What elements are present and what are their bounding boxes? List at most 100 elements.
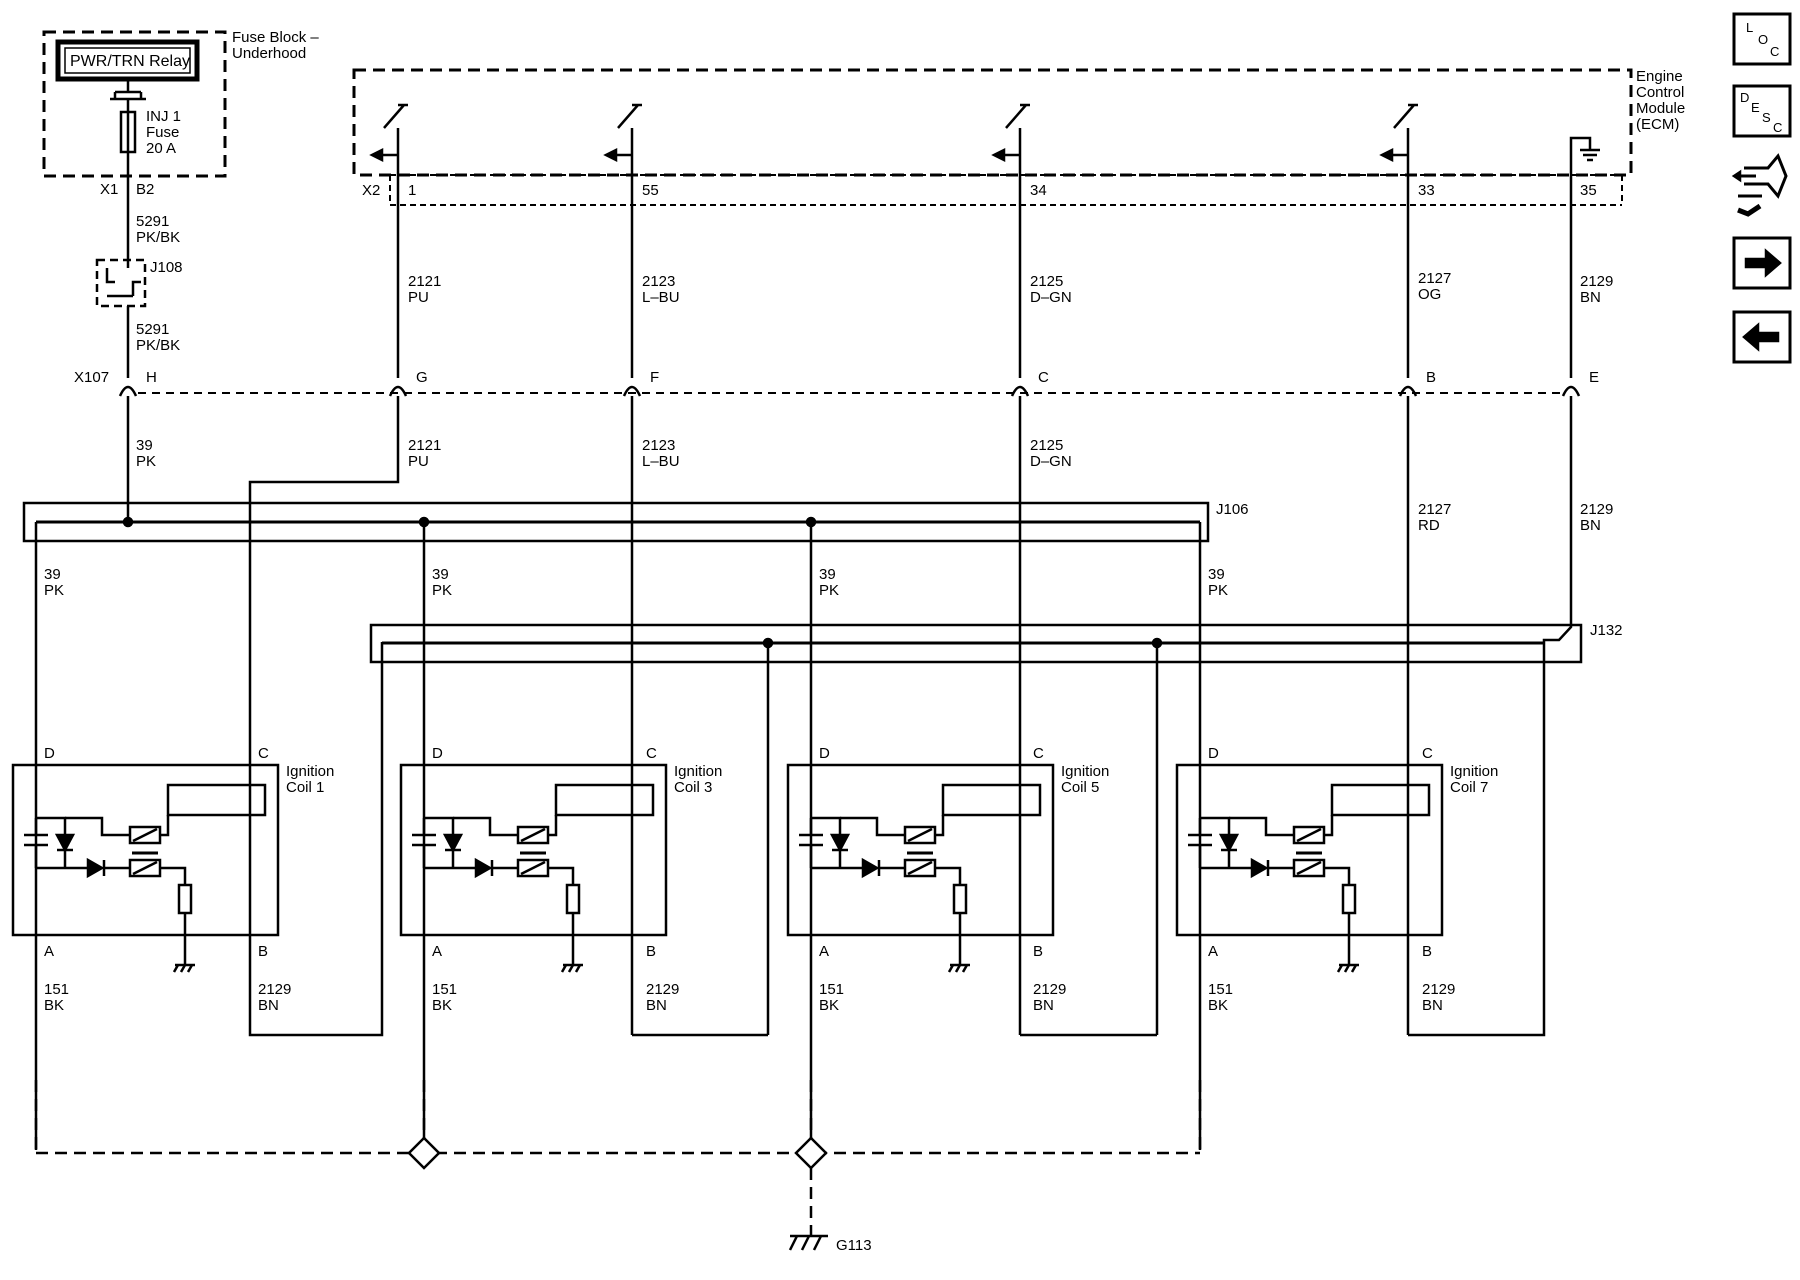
next-page-button[interactable]: [1732, 236, 1792, 290]
splice-j132: [369, 623, 1583, 664]
coil-pin-c-5: C: [1033, 745, 1044, 762]
return-wire-color-7: BN: [1422, 997, 1443, 1014]
pk-branch-3: 39: [432, 566, 449, 583]
ecm-label-2: Control: [1636, 84, 1684, 101]
pk-branch-1: 39: [44, 566, 61, 583]
ecm-switch-34: [991, 103, 1030, 175]
loc-letter-l: L: [1746, 20, 1753, 35]
x107-pin-e: E: [1589, 369, 1599, 386]
ignition-coil-5: [786, 763, 1055, 973]
return-wire-color-3: BN: [646, 997, 667, 1014]
ecm-switch-55: [603, 103, 642, 175]
nav-desc-button[interactable]: [1732, 84, 1792, 138]
x107-pin-b: B: [1426, 369, 1436, 386]
coil-name-2-7: Coil 7: [1450, 779, 1488, 796]
inline-connector-x107: [118, 385, 1581, 397]
coil-pin-a-5: A: [819, 943, 829, 960]
coil-pin-a-3: A: [432, 943, 442, 960]
splice-j108-label: J108: [150, 259, 183, 276]
wire-2123-lower-color: L–BU: [642, 453, 680, 470]
wire-2125-lower-color: D–GN: [1030, 453, 1072, 470]
x107-label: X107: [74, 369, 109, 386]
desc-letter-c: C: [1773, 120, 1782, 135]
ground-g113-symbol: [788, 1230, 828, 1251]
coil-pin-b-7: B: [1422, 943, 1432, 960]
fuse-block: [42, 30, 227, 178]
pk-branch-7-color: PK: [1208, 582, 1228, 599]
pk-branch-1-color: PK: [44, 582, 64, 599]
wire-2127-upper-color: OG: [1418, 286, 1441, 303]
feed-circuit: 5291: [136, 213, 169, 230]
wire-39-lower: 39: [136, 437, 153, 454]
pk-branch-3-color: PK: [432, 582, 452, 599]
wire-2121-upper-color: PU: [408, 289, 429, 306]
return-wire-circuit-1: 2129: [258, 981, 291, 998]
ignition-coil-7: [1175, 763, 1444, 973]
desc-letter-d: D: [1740, 90, 1749, 105]
wire-2129-lower: 2129: [1580, 501, 1613, 518]
ecm-pin-55: 55: [642, 182, 659, 199]
feed-color: PK/BK: [136, 229, 180, 246]
j132-label: J132: [1590, 622, 1623, 639]
pk-branch-5-color: PK: [819, 582, 839, 599]
coil-pin-d-7: D: [1208, 745, 1219, 762]
wire-2125-upper-color: D–GN: [1030, 289, 1072, 306]
wire-2121-upper: 2121: [408, 273, 441, 290]
coil-name-5: Ignition: [1061, 763, 1109, 780]
nav-loc-button[interactable]: [1732, 12, 1792, 66]
return-wire-color-5: BN: [1033, 997, 1054, 1014]
coil-pin-d-5: D: [819, 745, 830, 762]
wire-2123-upper-color: L–BU: [642, 289, 680, 306]
ignition-coil-3: [399, 763, 668, 973]
pk-branch-5: 39: [819, 566, 836, 583]
ecm-ground-35: [1569, 136, 1600, 175]
ecm-label-4: (ECM): [1636, 116, 1679, 133]
coil-pin-c-3: C: [646, 745, 657, 762]
x107-pin-g: G: [416, 369, 428, 386]
coil-name-1: Ignition: [286, 763, 334, 780]
wire-2129-upper-color: BN: [1580, 289, 1601, 306]
wire-2129-lower-color: BN: [1580, 517, 1601, 534]
ecm-label-3: Module: [1636, 100, 1685, 117]
x107-pin-f: F: [650, 369, 659, 386]
wire-2127-lower: 2127: [1418, 501, 1451, 518]
loc-letter-o: O: [1758, 32, 1768, 47]
coil-name-2-5: Coil 5: [1061, 779, 1099, 796]
j106-label: J106: [1216, 501, 1249, 518]
ecm-pin-1: 1: [408, 182, 416, 199]
wire-2121-lower-color: PU: [408, 453, 429, 470]
return-wire-circuit-3: 2129: [646, 981, 679, 998]
coil-name-2-1: Coil 1: [286, 779, 324, 796]
x107-pin-h: H: [146, 369, 157, 386]
ground-wire-circuit-5: 151: [819, 981, 844, 998]
wire-39-lower-color: PK: [136, 453, 156, 470]
fuse-block-title: Fuse Block –: [232, 29, 319, 46]
coil-pin-d-3: D: [432, 745, 443, 762]
coil-pin-b-1: B: [258, 943, 268, 960]
ecm-label: Engine: [1636, 68, 1683, 85]
coil-pin-a-1: A: [44, 943, 54, 960]
coil-pin-a-7: A: [1208, 943, 1218, 960]
ground-wire-circuit-3: 151: [432, 981, 457, 998]
ground-wire-color-1: BK: [44, 997, 64, 1014]
feed-color-2: PK/BK: [136, 337, 180, 354]
coil-pin-c-7: C: [1422, 745, 1433, 762]
ground-wire-color-7: BK: [1208, 997, 1228, 1014]
feed-wire-5291: [95, 176, 147, 378]
wire-2129-upper: 2129: [1580, 273, 1613, 290]
coil-pin-b-3: B: [646, 943, 656, 960]
ecm-box: [352, 68, 1633, 206]
ecm-pin-34: 34: [1030, 182, 1047, 199]
coil-pin-c-1: C: [258, 745, 269, 762]
coil-pin-b-5: B: [1033, 943, 1043, 960]
wire-2123-lower: 2123: [642, 437, 675, 454]
wire-2123-upper: 2123: [642, 273, 675, 290]
return-wire-color-1: BN: [258, 997, 279, 1014]
wire-2125-lower: 2125: [1030, 437, 1063, 454]
previous-page-button[interactable]: [1732, 310, 1792, 364]
ignition-coil-1: [11, 763, 280, 973]
loc-letter-c: C: [1770, 44, 1779, 59]
ecm-switch-1: [369, 103, 408, 175]
connector-end-view-icon[interactable]: [1731, 153, 1788, 217]
